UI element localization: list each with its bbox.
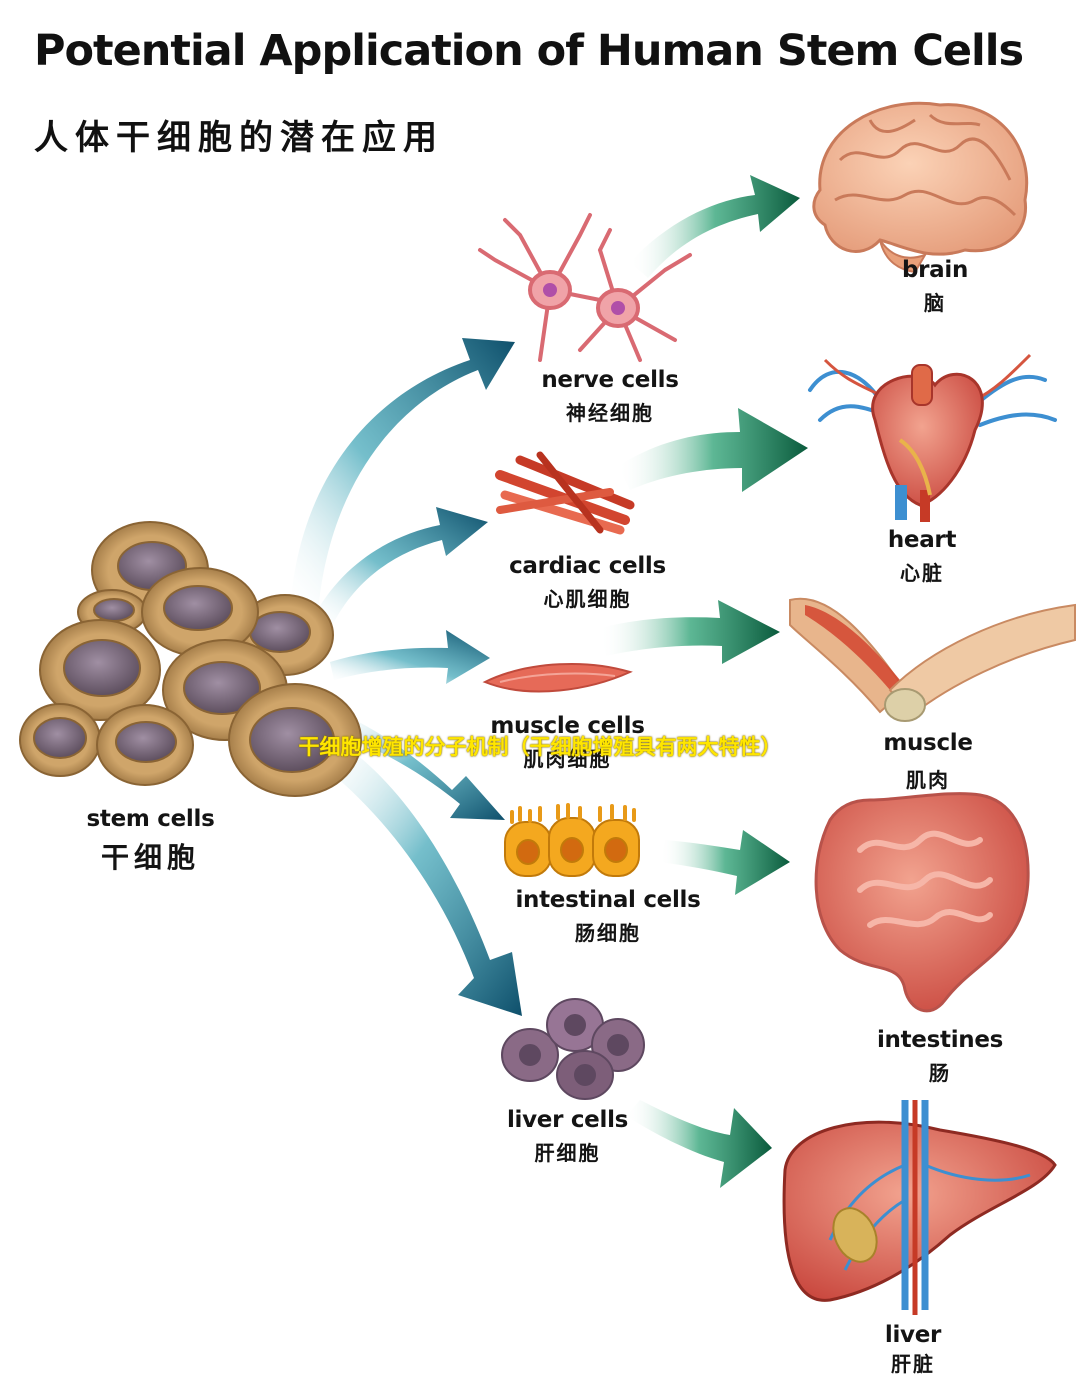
muscle-label-zh: 肌肉 bbox=[906, 768, 950, 792]
stem-cell bbox=[96, 704, 194, 786]
muscle-cell-illustration bbox=[482, 663, 633, 693]
liver-cells-label-zh: 肝细胞 bbox=[534, 1141, 601, 1165]
nerve-cells-illustration bbox=[478, 213, 692, 362]
arrow-to-heart bbox=[618, 408, 808, 492]
intestinal-cells-illustration bbox=[504, 803, 640, 877]
liver-label: liver 肝脏 bbox=[863, 1322, 963, 1377]
brain-label: brain 脑 bbox=[885, 257, 985, 316]
page-subtitle: 人体干细胞的潜在应用 bbox=[34, 118, 444, 158]
liver-label-zh: 肝脏 bbox=[891, 1352, 935, 1376]
cardiac-cells-label: cardiac cells 心肌细胞 bbox=[495, 553, 680, 612]
intestines-label: intestines 肠 bbox=[870, 1027, 1010, 1086]
stem-cell bbox=[19, 703, 101, 777]
arrow-to-liver bbox=[626, 1100, 772, 1188]
arrows-cells-to-organs bbox=[600, 175, 808, 1188]
liver-cells-label: liver cells 肝细胞 bbox=[495, 1107, 640, 1166]
cardiac-cells-label-en: cardiac cells bbox=[509, 553, 666, 579]
arrow-to-intestines bbox=[660, 830, 790, 895]
heart-label-zh: 心脏 bbox=[900, 561, 944, 585]
intestinal-cells-label-en: intestinal cells bbox=[515, 887, 701, 913]
stem-cell bbox=[141, 567, 259, 657]
muscle-cells-label-zh: 肌肉细胞 bbox=[523, 747, 612, 771]
heart-label-en: heart bbox=[887, 527, 957, 553]
stem-cell bbox=[39, 619, 161, 721]
liver-cells-label-en: liver cells bbox=[506, 1107, 629, 1133]
liver-illustration bbox=[782, 1100, 1057, 1315]
page-title: Potential Application of Human Stem Cell… bbox=[34, 26, 1024, 76]
stem-cell bbox=[228, 683, 362, 797]
intestinal-cells-label: intestinal cells 肠细胞 bbox=[498, 887, 718, 946]
muscle-label-en: muscle bbox=[883, 730, 973, 756]
liver-label-en: liver bbox=[884, 1322, 942, 1348]
heart-label: heart 心脏 bbox=[872, 527, 972, 586]
arrow-to-muscle bbox=[600, 600, 780, 664]
muscle-organ-illustration bbox=[789, 597, 1076, 722]
arrow-to-nerve bbox=[290, 338, 515, 612]
overlay-caption: 干细胞增殖的分子机制（干细胞增殖具有两大特性） bbox=[298, 735, 782, 759]
arrows-stem-to-cells bbox=[290, 338, 522, 1016]
arrow-to-brain bbox=[630, 175, 800, 278]
liver-cells-illustration bbox=[501, 998, 645, 1100]
cardiac-cells-label-zh: 心肌细胞 bbox=[543, 587, 632, 611]
cardiac-cells-illustration bbox=[495, 451, 635, 535]
intestines-illustration bbox=[814, 792, 1030, 1013]
arrow-to-intestinal bbox=[330, 712, 505, 820]
heart-illustration bbox=[808, 353, 1057, 522]
muscle-cells-label-en: muscle cells bbox=[490, 713, 645, 739]
arrow-to-cardiac bbox=[312, 507, 488, 626]
stem-cell-cluster bbox=[19, 521, 362, 797]
arrow-to-liver-cells bbox=[318, 742, 522, 1016]
nerve-cells-label-zh: 神经细胞 bbox=[566, 401, 654, 425]
stem-cells-label-en: stem cells bbox=[86, 806, 215, 832]
nerve-cells-label-en: nerve cells bbox=[541, 367, 679, 393]
intestines-label-en: intestines bbox=[876, 1027, 1004, 1053]
nerve-cells-label: nerve cells 神经细胞 bbox=[520, 367, 700, 426]
muscle-label: muscle 肌肉 bbox=[873, 730, 983, 793]
arrow-to-muscle-cells bbox=[330, 630, 490, 684]
intestines-label-zh: 肠 bbox=[929, 1061, 951, 1085]
muscle-cells-label: muscle cells 肌肉细胞 bbox=[475, 713, 660, 772]
brain-illustration bbox=[812, 101, 1029, 274]
intestinal-cells-label-zh: 肠细胞 bbox=[575, 921, 641, 945]
stem-cells-label: stem cells 干细胞 bbox=[78, 806, 223, 876]
stem-cells-label-zh: 干细胞 bbox=[100, 841, 200, 874]
brain-label-zh: 脑 bbox=[924, 291, 946, 315]
brain-label-en: brain bbox=[901, 257, 969, 283]
